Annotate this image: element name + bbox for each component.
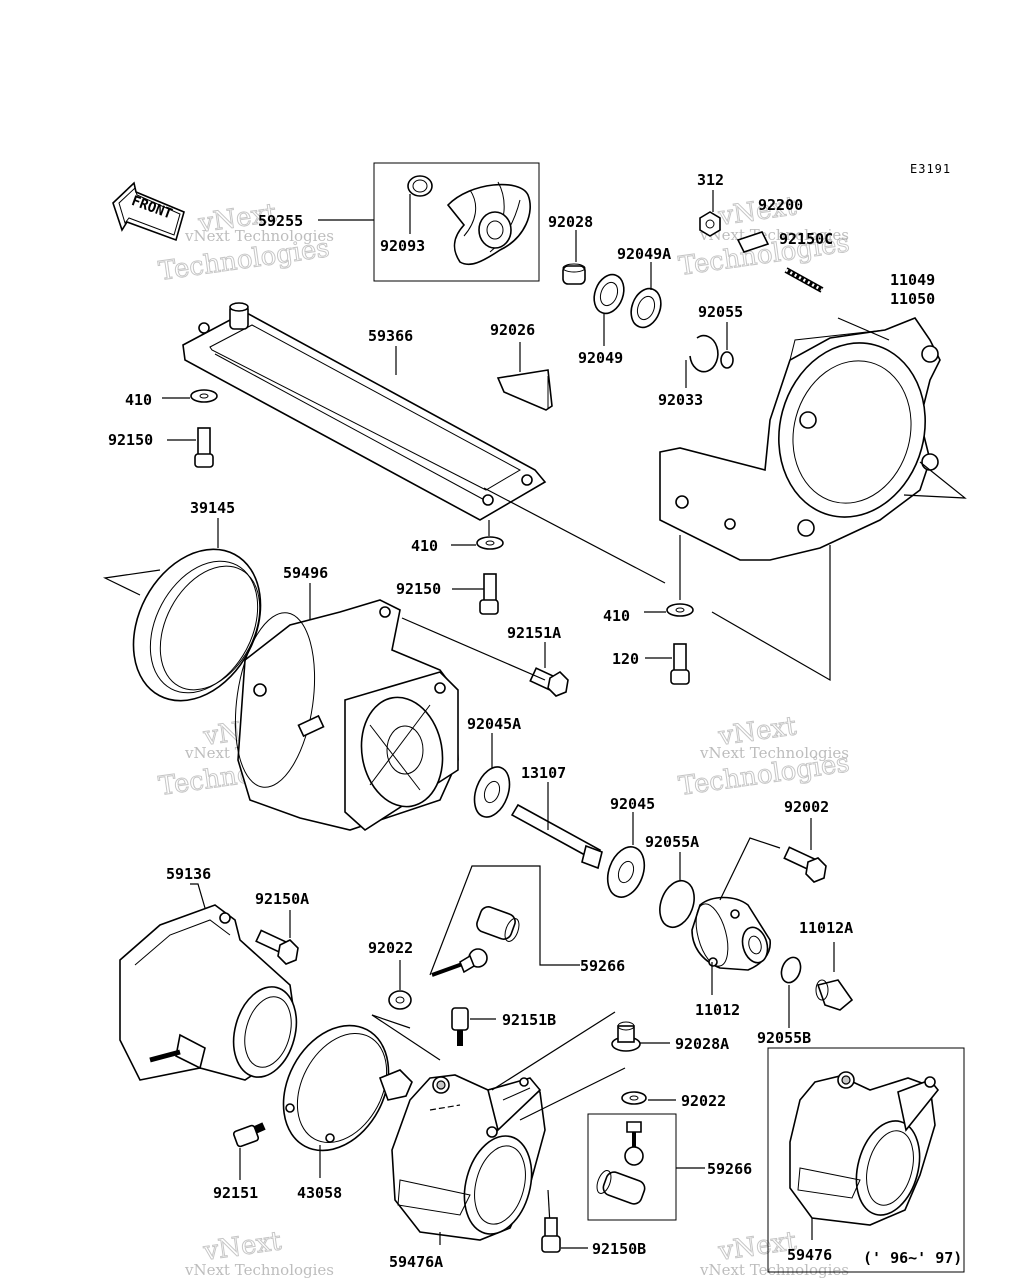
label-92028A: 92028A [675,1035,729,1053]
front-arrow-icon: FRONT [112,181,185,242]
label-92028: 92028 [548,213,593,231]
label-92033: 92033 [658,391,703,409]
label-92151A: 92151A [507,624,561,642]
fasteners-middle [451,520,569,697]
label-92055A: 92055A [645,833,699,851]
watermark-text: vNext Technologies [184,1261,334,1279]
bolt-92150B [541,1217,588,1253]
label-59266-upper: 59266 [580,957,625,975]
shaft-assembly [473,733,695,929]
pump-body-59496 [234,583,546,832]
bolt-92151 [232,1122,266,1180]
label-39145: 39145 [190,499,235,517]
pump-cover-59366 [182,302,547,521]
label-92049: 92049 [578,349,623,367]
label-92045A: 92045A [467,715,521,733]
watermark-text: vNext Technologies [699,1261,849,1279]
label-92093: 92093 [380,237,425,255]
diagram-code: E3191 [910,162,951,176]
label-13107: 13107 [521,764,566,782]
label-59476A: 59476A [389,1253,443,1271]
label-92045: 92045 [610,795,655,813]
label-312: 312 [697,171,724,189]
steering-ring-43058 [282,1014,441,1178]
label-92150C: 92150C [779,230,833,248]
plate-92026 [496,342,553,411]
label-410-top: 410 [125,391,152,409]
bolt-92151B [451,1007,496,1046]
pump-case-11049 [659,317,967,561]
label-92002: 92002 [784,798,829,816]
label-92200: 92200 [758,196,803,214]
label-59136: 59136 [166,865,211,883]
label-92150-mid: 92150 [396,580,441,598]
label-92055B: 92055B [757,1029,811,1047]
label-59366: 59366 [368,327,413,345]
label-92150-top: 92150 [108,431,153,449]
fasteners-left-top [162,389,218,468]
label-92151B: 92151B [502,1011,556,1029]
label-120: 120 [612,650,639,668]
label-410-right: 410 [603,607,630,625]
steering-nozzle-59476A [391,1011,626,1245]
watermark-text: vNext Technologies [184,227,334,245]
label-92055: 92055 [698,303,743,321]
label-92022-upper: 92022 [368,939,413,957]
washer-92022 [621,1091,676,1105]
fasteners-right [483,487,831,685]
label-11049: 11049 [890,271,935,289]
label-410-mid: 410 [411,537,438,555]
label-92150B: 92150B [592,1240,646,1258]
watermark-text: vNext Technologies [699,744,849,762]
label-59266-lower: 59266 [707,1160,752,1178]
pump-nozzle-59136 [119,883,299,1081]
label-92022-lower: 92022 [681,1092,726,1110]
label-92150A: 92150A [255,890,309,908]
pump-cap-11012 [691,818,854,1028]
label-59476: 59476 [787,1246,832,1264]
label-43058: 43058 [297,1184,342,1202]
watermark-text: vNext Technologies [699,226,849,244]
steering-nozzle-59476-box [767,1047,965,1273]
bushing-92028A [611,1021,670,1052]
steering-kit-59266-upper [388,865,580,1010]
part-labels: 59255 92093 92028 312 92200 92150C 11049… [108,171,962,1271]
label-11050: 11050 [890,290,935,308]
small-parts-top-right [562,190,824,388]
impeller-kit-59255 [318,162,540,282]
label-11012A: 11012A [799,919,853,937]
label-59496: 59496 [283,564,328,582]
label-model-years: (' 96~' 97) [863,1249,962,1267]
label-59255: 59255 [258,212,303,230]
label-92026: 92026 [490,321,535,339]
label-11012: 11012 [695,1001,740,1019]
label-92049A: 92049A [617,245,671,263]
steering-kit-59266-lower [587,1113,705,1221]
label-92151: 92151 [213,1184,258,1202]
